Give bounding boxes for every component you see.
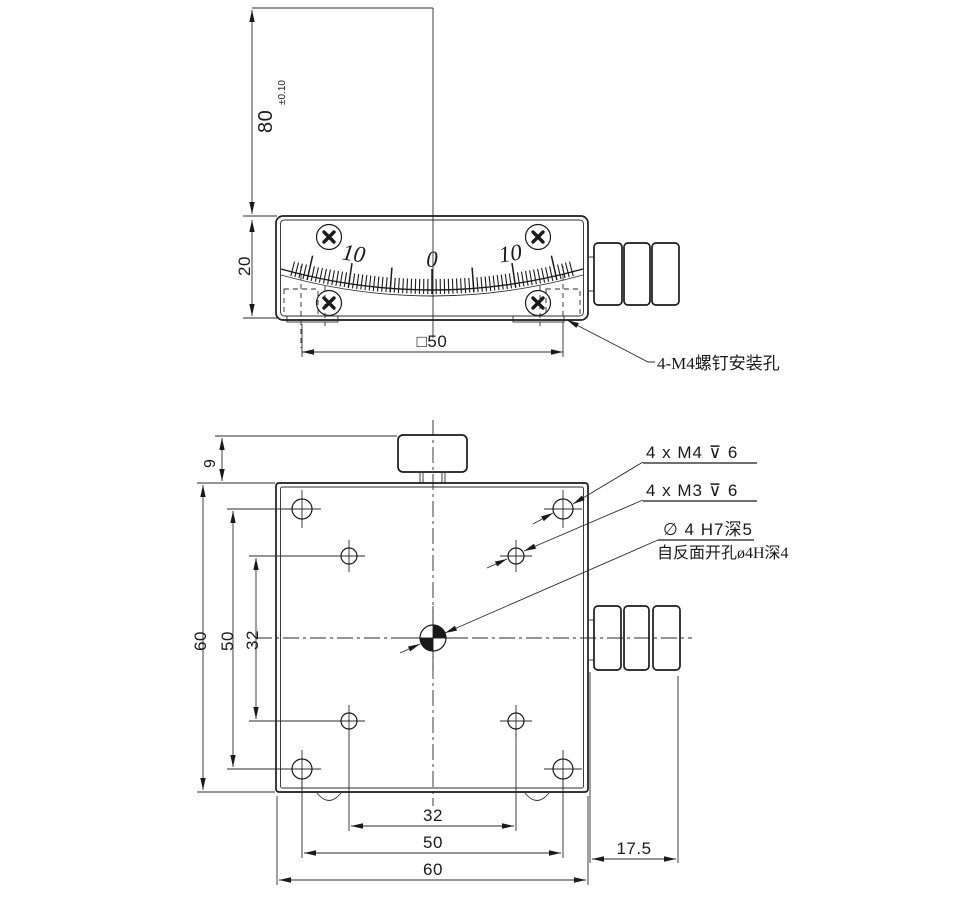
dimension-32-left: 32 bbox=[243, 555, 337, 722]
m4-hole bbox=[283, 490, 321, 528]
adjustment-knob-plan bbox=[587, 605, 681, 671]
plan-body-outline bbox=[275, 482, 589, 793]
m4-callout-text: 4 x M4 ⊽ 6 bbox=[646, 443, 738, 462]
phillips-screw bbox=[524, 289, 552, 317]
m3-hole bbox=[333, 705, 365, 737]
plan-view: 9 60 50 32 bbox=[191, 420, 789, 885]
m4-mounting-note-text: 4-M4螺钉安装孔 bbox=[657, 354, 780, 373]
side-view: 80 ±0.10 20 10 0 10 bbox=[235, 7, 780, 373]
dimension-20: 20 bbox=[235, 220, 277, 319]
dimension-80-tolerance: ±0.10 bbox=[277, 80, 288, 105]
scale-tick-marks bbox=[290, 255, 574, 295]
dimension-50-bottom: 50 bbox=[301, 781, 564, 858]
foot-bump-right bbox=[524, 792, 550, 801]
m3-hole bbox=[500, 540, 532, 572]
dimension-50-bottom-value: 50 bbox=[423, 833, 443, 852]
dimension-17-5-value: 17.5 bbox=[616, 839, 651, 858]
dimension-9: 9 bbox=[202, 435, 397, 481]
center-datum-hole bbox=[401, 606, 465, 670]
plan-body-inner-outline bbox=[280, 486, 584, 789]
m4-mounting-note: 4-M4螺钉安装孔 bbox=[566, 319, 780, 373]
phillips-screw bbox=[524, 223, 552, 251]
center-hole-note-text: 自反面开孔ø4H深4 bbox=[657, 544, 789, 562]
dimension-9-value: 9 bbox=[202, 459, 219, 468]
dimension-20-value: 20 bbox=[235, 256, 254, 276]
dimension-50-left: 50 bbox=[218, 508, 290, 770]
scale-label-center: 0 bbox=[426, 247, 438, 272]
dimension-32-bottom-value: 32 bbox=[423, 806, 443, 825]
dimension-square-50: □50 bbox=[301, 322, 564, 357]
foot-bump-left bbox=[316, 792, 342, 801]
m3-hole bbox=[333, 540, 365, 572]
center-hole-callout: ∅ 4 H7深5 自反面开孔ø4H深4 bbox=[399, 520, 789, 654]
scale-label-left: 10 bbox=[341, 239, 368, 267]
adjustment-knob-side bbox=[587, 242, 680, 306]
dimension-80: 80 ±0.10 bbox=[243, 10, 288, 217]
scale-plate-edge-arc bbox=[280, 274, 584, 297]
center-hole-callout-text: ∅ 4 H7深5 bbox=[663, 520, 753, 539]
adjustment-knob-top bbox=[397, 434, 468, 484]
dimension-17-5: 17.5 bbox=[589, 672, 679, 863]
m3-hole bbox=[500, 705, 532, 737]
m3-callout-text: 4 x M3 ⊽ 6 bbox=[646, 481, 738, 500]
dimension-60-bottom-value: 60 bbox=[423, 860, 443, 879]
m4-hole bbox=[544, 490, 582, 528]
m4-callout: 4 x M4 ⊽ 6 bbox=[532, 443, 757, 525]
scale-label-right: 10 bbox=[497, 239, 524, 267]
dimension-60-left: 60 bbox=[191, 482, 275, 793]
dimension-60-bottom: 60 bbox=[276, 796, 589, 885]
stage-body-inner-outline bbox=[280, 219, 584, 317]
dimension-square-50-value: □50 bbox=[417, 332, 448, 351]
dimension-32-left-value: 32 bbox=[243, 630, 262, 650]
phillips-screw bbox=[315, 289, 343, 317]
base-foot-right bbox=[512, 315, 565, 323]
dimension-50-left-value: 50 bbox=[218, 631, 237, 651]
hidden-mounting-hole-right bbox=[539, 266, 581, 326]
dimension-60-left-value: 60 bbox=[191, 631, 210, 651]
hidden-mounting-hole-left bbox=[283, 266, 326, 348]
dimension-32-bottom: 32 bbox=[348, 733, 517, 831]
phillips-screw bbox=[315, 223, 343, 251]
base-foot-left bbox=[286, 315, 339, 323]
dimension-80-value: 80 bbox=[255, 110, 277, 133]
m3-callout: 4 x M3 ⊽ 6 bbox=[486, 481, 757, 569]
